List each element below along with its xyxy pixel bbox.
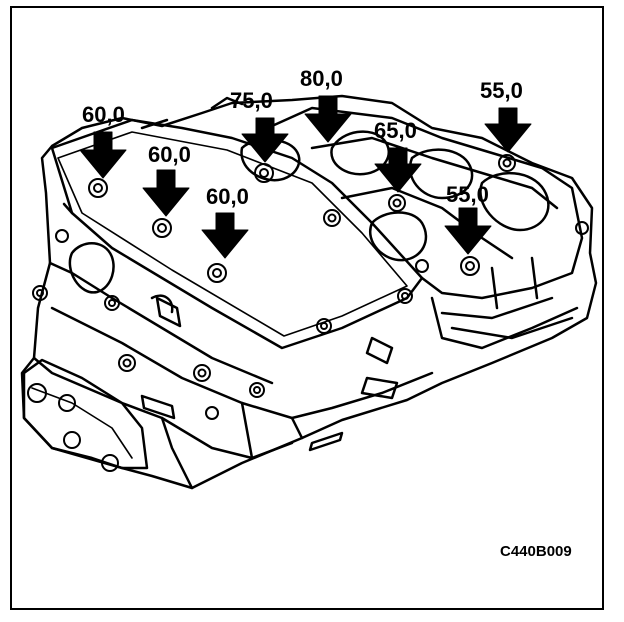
bolt-head-icon (32, 285, 48, 301)
bolt-head-icon (58, 394, 76, 412)
down-arrow-icon (444, 207, 492, 255)
torque-arrows (79, 95, 532, 259)
bolt-head-icon (101, 454, 119, 472)
valve-body-illustration (20, 94, 598, 490)
torque-label: 80,0 (300, 66, 343, 91)
bolt-head-icon (104, 295, 120, 311)
bolt-head-icon (207, 263, 227, 283)
bolt-head-icon (55, 229, 69, 243)
torque-label: 55,0 (480, 78, 523, 103)
torque-label: 55,0 (446, 182, 489, 207)
bolt-head-icon (205, 406, 219, 420)
bolt-head-icon (249, 382, 265, 398)
down-arrow-icon (142, 169, 190, 217)
bolt-head-icon (152, 218, 172, 238)
down-arrow-icon (201, 212, 249, 259)
bolt-head-icon (193, 364, 211, 382)
down-arrow-icon (374, 147, 422, 193)
bolt-head-icon (397, 288, 413, 304)
figure-frame: 60,0 60,0 60,0 75,0 80,0 65,0 55,0 55,0 … (10, 6, 604, 610)
bolt-head-icon (88, 178, 108, 198)
bolt-head-icon (323, 209, 341, 227)
torque-label: 75,0 (230, 88, 273, 113)
bolt-head-icon (316, 318, 332, 334)
housing-outline (20, 94, 598, 490)
torque-label: 60,0 (206, 184, 249, 209)
down-arrow-icon (484, 107, 532, 153)
down-arrow-icon (241, 117, 289, 163)
down-arrow-icon (304, 95, 352, 143)
bolt-head-icon (415, 259, 429, 273)
bolt-head-icon (27, 383, 47, 403)
torque-label: 65,0 (374, 118, 417, 143)
torque-label: 60,0 (148, 142, 191, 167)
bolt-head-icon (575, 221, 589, 235)
bolt-head-icon (498, 154, 516, 172)
bolt-head-icon (460, 256, 480, 276)
figure-code: C440B009 (500, 543, 572, 560)
down-arrow-icon (79, 131, 127, 179)
bolt-head-icon (118, 354, 136, 372)
torque-label: 60,0 (82, 102, 125, 127)
bolt-heads (27, 154, 589, 472)
bolt-head-icon (63, 431, 81, 449)
bolt-head-icon (388, 194, 406, 212)
bolt-head-icon (254, 163, 274, 183)
